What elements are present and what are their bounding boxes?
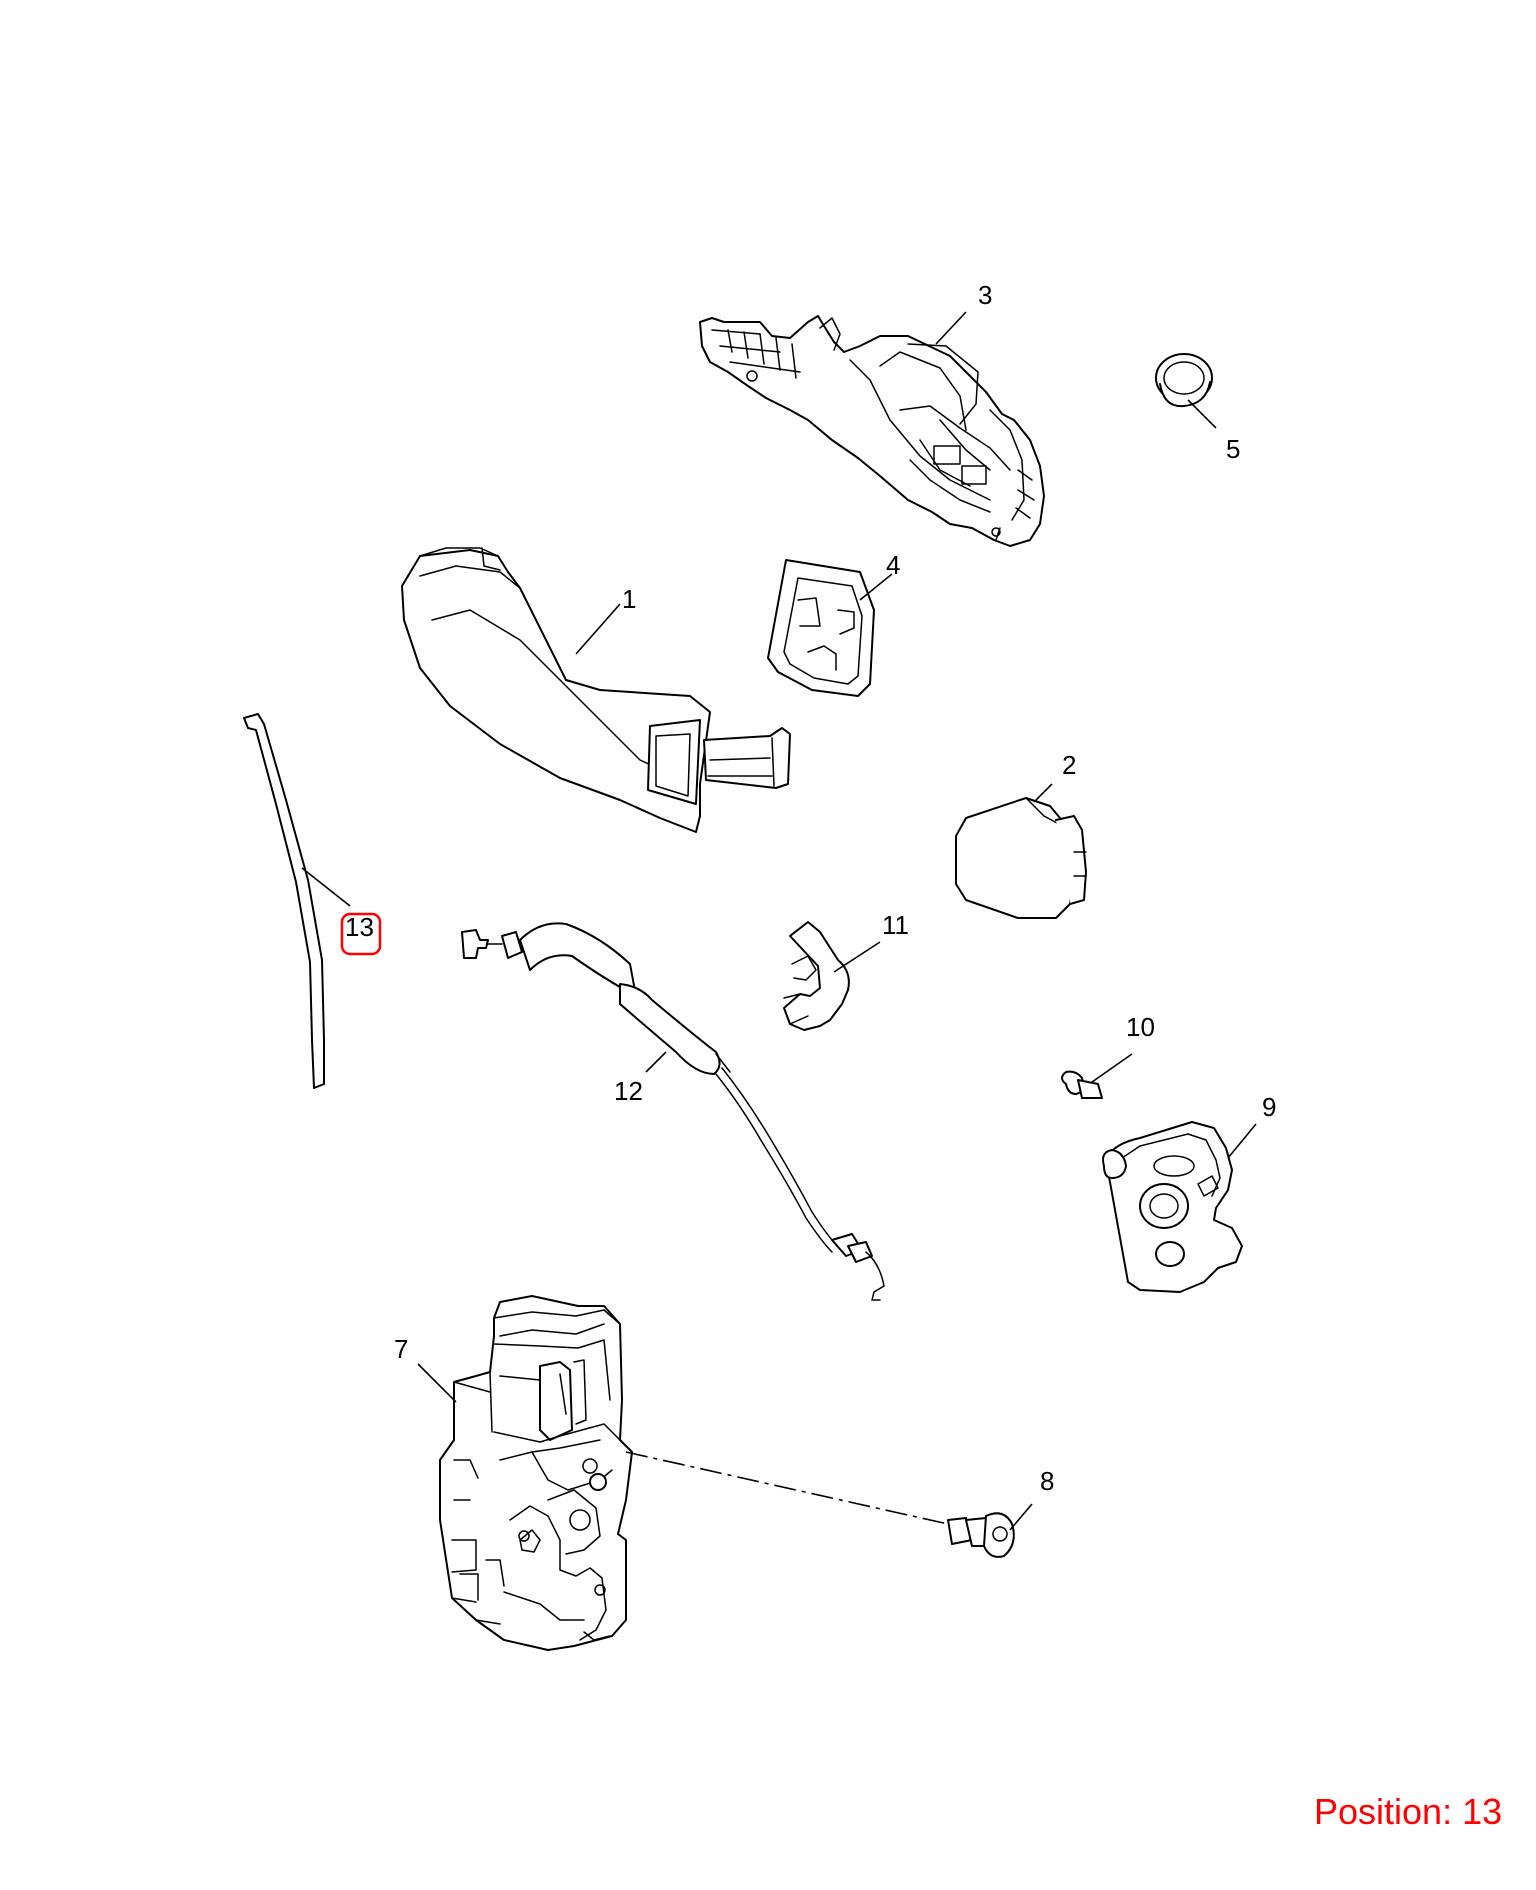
callout-7[interactable]: 7 <box>394 1334 408 1364</box>
callout-13[interactable]: 13 <box>345 912 374 942</box>
part-13-rod[interactable] <box>243 713 325 1089</box>
part-9-striker[interactable] <box>1102 1121 1243 1293</box>
callout-9[interactable]: 9 <box>1262 1092 1276 1122</box>
part-8-screw[interactable] <box>947 1512 1015 1558</box>
callout-2[interactable]: 2 <box>1062 750 1076 780</box>
part-3-handle-bracket[interactable] <box>699 315 1045 547</box>
part-4-gasket[interactable] <box>767 559 875 697</box>
alignment-line-8-to-7 <box>625 1451 949 1525</box>
callout-10[interactable]: 10 <box>1126 1012 1155 1042</box>
part-10-bolt[interactable] <box>1061 1070 1103 1099</box>
callout-3[interactable]: 3 <box>978 280 992 310</box>
part-11-clip[interactable] <box>783 921 850 1031</box>
leader-lines <box>301 311 1257 1531</box>
callout-8[interactable]: 8 <box>1040 1466 1054 1496</box>
callout-12[interactable]: 12 <box>614 1076 643 1106</box>
callout-11[interactable]: 11 <box>882 910 909 940</box>
part-1-outside-handle[interactable] <box>401 547 791 833</box>
part-12-cable[interactable] <box>461 922 885 1301</box>
part-5-plug[interactable] <box>1155 353 1213 408</box>
callout-5[interactable]: 5 <box>1226 434 1240 464</box>
part-2-key-cap[interactable] <box>955 797 1087 919</box>
callout-1[interactable]: 1 <box>622 584 636 614</box>
callout-4[interactable]: 4 <box>886 550 900 580</box>
part-7-latch-assembly[interactable] <box>439 1295 633 1651</box>
position-label: Position: 13 <box>1314 1791 1502 1832</box>
highlight-box-callout-13 <box>340 912 382 956</box>
